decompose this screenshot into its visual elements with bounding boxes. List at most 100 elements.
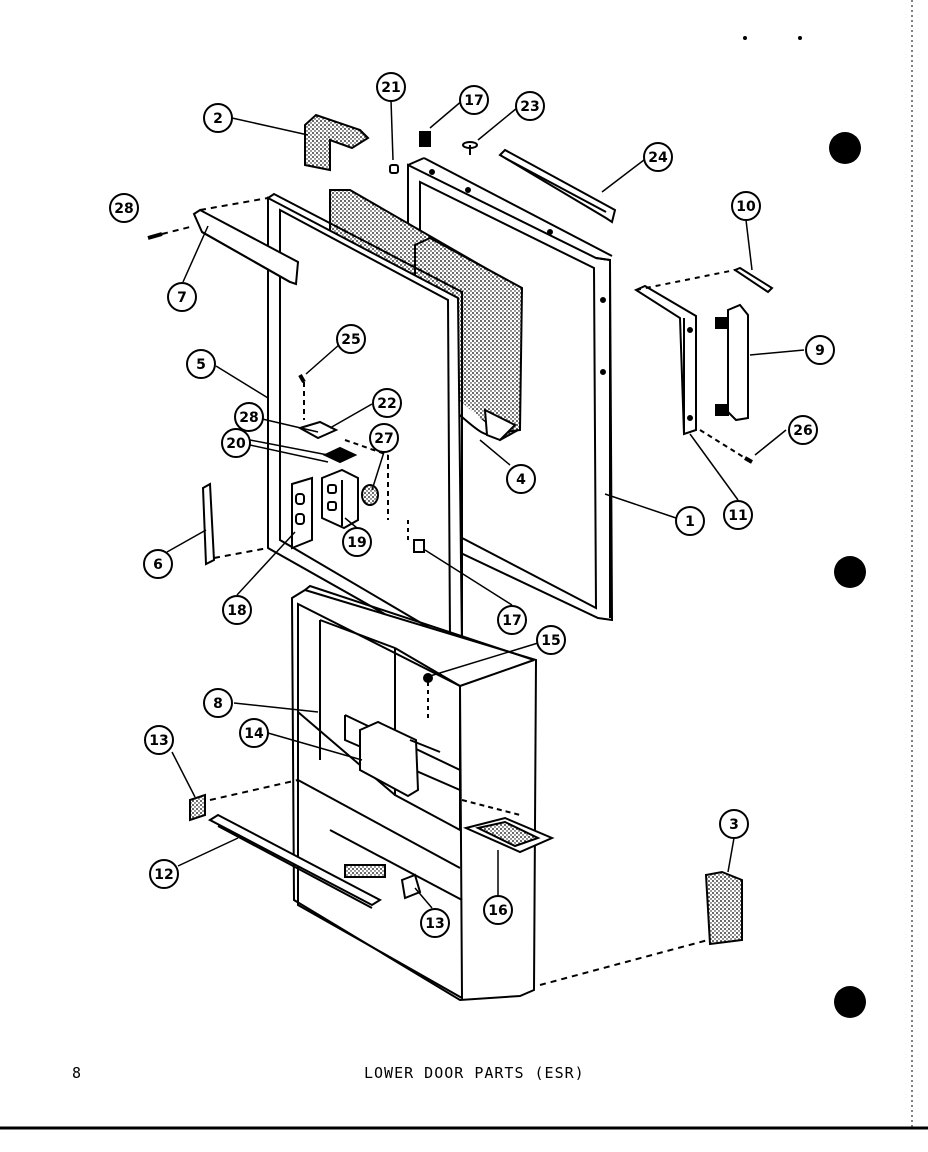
callout-number: 10 xyxy=(736,199,756,215)
callout-circle xyxy=(222,595,252,625)
callout-18: 18 xyxy=(222,595,252,625)
callout-circle xyxy=(731,191,761,221)
part-hinge-assembly xyxy=(297,420,389,530)
callout-28b: 28 xyxy=(234,402,264,432)
callout-circle xyxy=(234,402,264,432)
callout-11: 11 xyxy=(723,500,753,530)
callout-number: 2 xyxy=(213,111,223,127)
callout-circle xyxy=(203,103,233,133)
page-number: 8 xyxy=(72,1064,82,1082)
speck xyxy=(798,36,802,40)
callout-circle xyxy=(506,464,536,494)
callout-circle xyxy=(203,688,233,718)
callout-circle xyxy=(723,500,753,530)
callout-number: 22 xyxy=(377,396,396,412)
callout-17b: 17 xyxy=(497,605,527,635)
callout-circle xyxy=(805,335,835,365)
callout-21: 21 xyxy=(376,72,406,102)
callout-8: 8 xyxy=(203,688,233,718)
callout-circle xyxy=(221,428,251,458)
callout-number: 6 xyxy=(153,557,163,573)
callout-circle xyxy=(719,809,749,839)
callout-22: 22 xyxy=(372,388,402,418)
callout-26: 26 xyxy=(788,415,818,445)
callout-number: 12 xyxy=(154,867,173,883)
callout-2: 2 xyxy=(203,103,233,133)
callout-circle xyxy=(643,142,673,172)
part-clip-bottom xyxy=(400,873,422,900)
callout-number: 11 xyxy=(728,508,747,524)
callout-number: 7 xyxy=(177,290,187,306)
callout-circle xyxy=(342,527,372,557)
callout-19: 19 xyxy=(342,527,372,557)
part-fasteners xyxy=(147,131,753,464)
callout-number: 13 xyxy=(425,916,444,932)
callout-5: 5 xyxy=(186,349,216,379)
callout-14: 14 xyxy=(239,718,269,748)
callout-number: 15 xyxy=(541,633,560,649)
callout-number: 23 xyxy=(520,99,539,115)
callout-number: 8 xyxy=(213,696,223,712)
callout-28a: 28 xyxy=(109,193,139,223)
callout-7: 7 xyxy=(167,282,197,312)
callout-number: 16 xyxy=(488,903,507,919)
callout-17a: 17 xyxy=(459,85,489,115)
callout-number: 28 xyxy=(239,410,258,426)
callout-3: 3 xyxy=(719,809,749,839)
callout-number: 17 xyxy=(502,613,521,629)
part-bottom-rail xyxy=(207,779,383,909)
binder-hole-bottom xyxy=(834,986,866,1018)
callout-circle xyxy=(369,423,399,453)
callout-number: 17 xyxy=(464,93,483,109)
callout-number: 24 xyxy=(648,150,668,166)
callout-number: 14 xyxy=(244,726,264,742)
part-tray xyxy=(461,799,555,854)
callout-circle xyxy=(459,85,489,115)
callout-10: 10 xyxy=(731,191,761,221)
callout-23: 23 xyxy=(515,91,545,121)
page-title: LOWER DOOR PARTS (ESR) xyxy=(364,1064,585,1082)
binder-hole-top xyxy=(829,132,861,164)
callout-4: 4 xyxy=(506,464,536,494)
part-handle-assembly xyxy=(633,266,774,436)
callout-27: 27 xyxy=(369,423,399,453)
callout-circle xyxy=(536,625,566,655)
callout-circle xyxy=(149,859,179,889)
part-top-channel xyxy=(498,148,617,224)
part-side-plate xyxy=(291,476,313,550)
callout-circle xyxy=(186,349,216,379)
callout-circle xyxy=(167,282,197,312)
callout-16: 16 xyxy=(483,895,513,925)
callout-number: 13 xyxy=(149,733,168,749)
speck xyxy=(743,36,747,40)
part-hinge-bracket xyxy=(304,113,370,172)
callout-circle xyxy=(420,908,450,938)
callout-6: 6 xyxy=(143,549,173,579)
callout-number: 28 xyxy=(114,201,133,217)
part-lower-door-panel xyxy=(290,584,538,1002)
callout-circle xyxy=(109,193,139,223)
leader-lines xyxy=(166,99,805,909)
callout-9: 9 xyxy=(805,335,835,365)
callout-circle xyxy=(515,91,545,121)
binder-hole-middle xyxy=(834,556,866,588)
callout-number: 9 xyxy=(815,343,825,359)
part-gasket xyxy=(539,870,743,986)
callout-25: 25 xyxy=(336,324,366,354)
part-clip-left xyxy=(189,793,206,822)
diagram-parts xyxy=(147,113,774,1002)
callout-circle xyxy=(483,895,513,925)
callout-circle xyxy=(143,549,173,579)
callout-number: 3 xyxy=(729,817,739,833)
callout-13a: 13 xyxy=(144,725,174,755)
callout-1: 1 xyxy=(675,506,705,536)
callout-number: 25 xyxy=(341,332,360,348)
part-top-trim xyxy=(192,197,300,286)
callout-circle xyxy=(497,605,527,635)
callout-number: 5 xyxy=(196,357,206,373)
callout-circle xyxy=(336,324,366,354)
callout-circle xyxy=(239,718,269,748)
callout-13b: 13 xyxy=(420,908,450,938)
